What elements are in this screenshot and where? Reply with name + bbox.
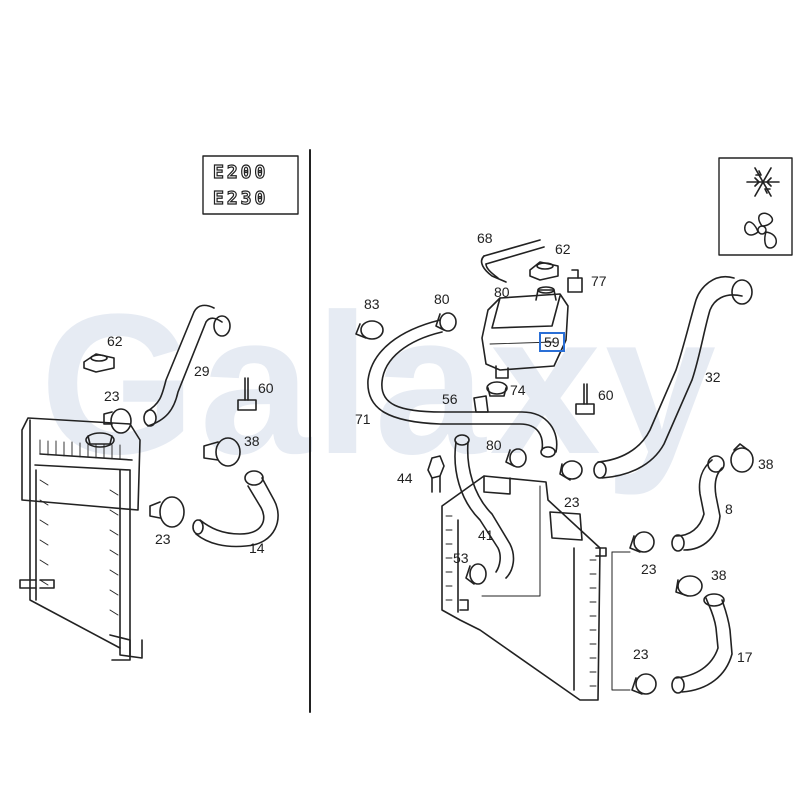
climate-icon-frame [718,157,793,256]
clamp-53 [465,563,487,585]
watermark: Galaxy [40,273,721,496]
label-23b-right: 23 [641,561,657,577]
left-hose-29 [143,304,231,427]
hose-17 [671,593,733,694]
label-68: 68 [477,230,493,246]
label-80b: 80 [494,284,510,300]
right-radiator [441,475,607,701]
label-74: 74 [510,382,526,398]
label-60-left: 60 [258,380,274,396]
label-23b-left: 23 [155,531,171,547]
clamp-80c [505,448,527,468]
part-74 [486,381,508,397]
overflow-tube-68 [480,239,545,283]
hose-71 [367,319,558,458]
clamp-38a [730,443,754,473]
left-clamp-23a [103,408,132,434]
clamp-38b [675,575,703,597]
clamp-23c-right [631,673,657,695]
label-38b: 38 [711,567,727,583]
label-29: 29 [194,363,210,379]
clamp-23a-right [559,460,583,481]
hose-32 [593,275,753,479]
label-80c: 80 [486,437,502,453]
clamp-83 [355,320,384,340]
leader-lines [481,485,631,691]
label-71: 71 [355,411,371,427]
right-sensor-60 [575,383,595,415]
label-23a-left: 23 [104,388,120,404]
label-41: 41 [478,527,494,543]
label-14: 14 [249,540,265,556]
left-radiator [19,417,143,661]
model-badge-frame [202,155,299,215]
right-cap-62 [529,261,559,281]
part-56 [473,395,489,413]
label-23c-right: 23 [633,646,649,662]
label-83: 83 [364,296,380,312]
hose-41 [454,434,515,579]
snowflake-icon [746,167,780,197]
label-56: 56 [442,391,458,407]
label-38a: 38 [758,456,774,472]
label-44: 44 [397,470,413,486]
model-badge-e230: E230 [212,187,269,209]
left-hose-14 [192,470,279,548]
label-8: 8 [725,501,733,517]
label-77: 77 [591,273,607,289]
label-59-highlighted[interactable]: 59 [539,332,565,352]
model-badge-e200: E200 [212,161,269,183]
left-clamp-23b [149,496,185,528]
label-23a-right: 23 [564,494,580,510]
hose-8 [671,455,725,552]
label-53: 53 [453,550,469,566]
label-62-right: 62 [555,241,571,257]
label-62-left: 62 [107,333,123,349]
clamp-23b-right [629,531,655,553]
label-38-left: 38 [244,433,260,449]
left-cap-62 [83,353,115,373]
label-32: 32 [705,369,721,385]
left-clamp-38 [203,437,241,467]
clamp-80a [435,312,457,332]
part-77 [567,269,583,293]
part-44 [427,455,445,493]
fan-icon [744,212,777,249]
label-60-right: 60 [598,387,614,403]
left-sensor-60 [237,377,257,411]
label-80a: 80 [434,291,450,307]
expansion-tank-59 [481,286,569,379]
label-17: 17 [737,649,753,665]
